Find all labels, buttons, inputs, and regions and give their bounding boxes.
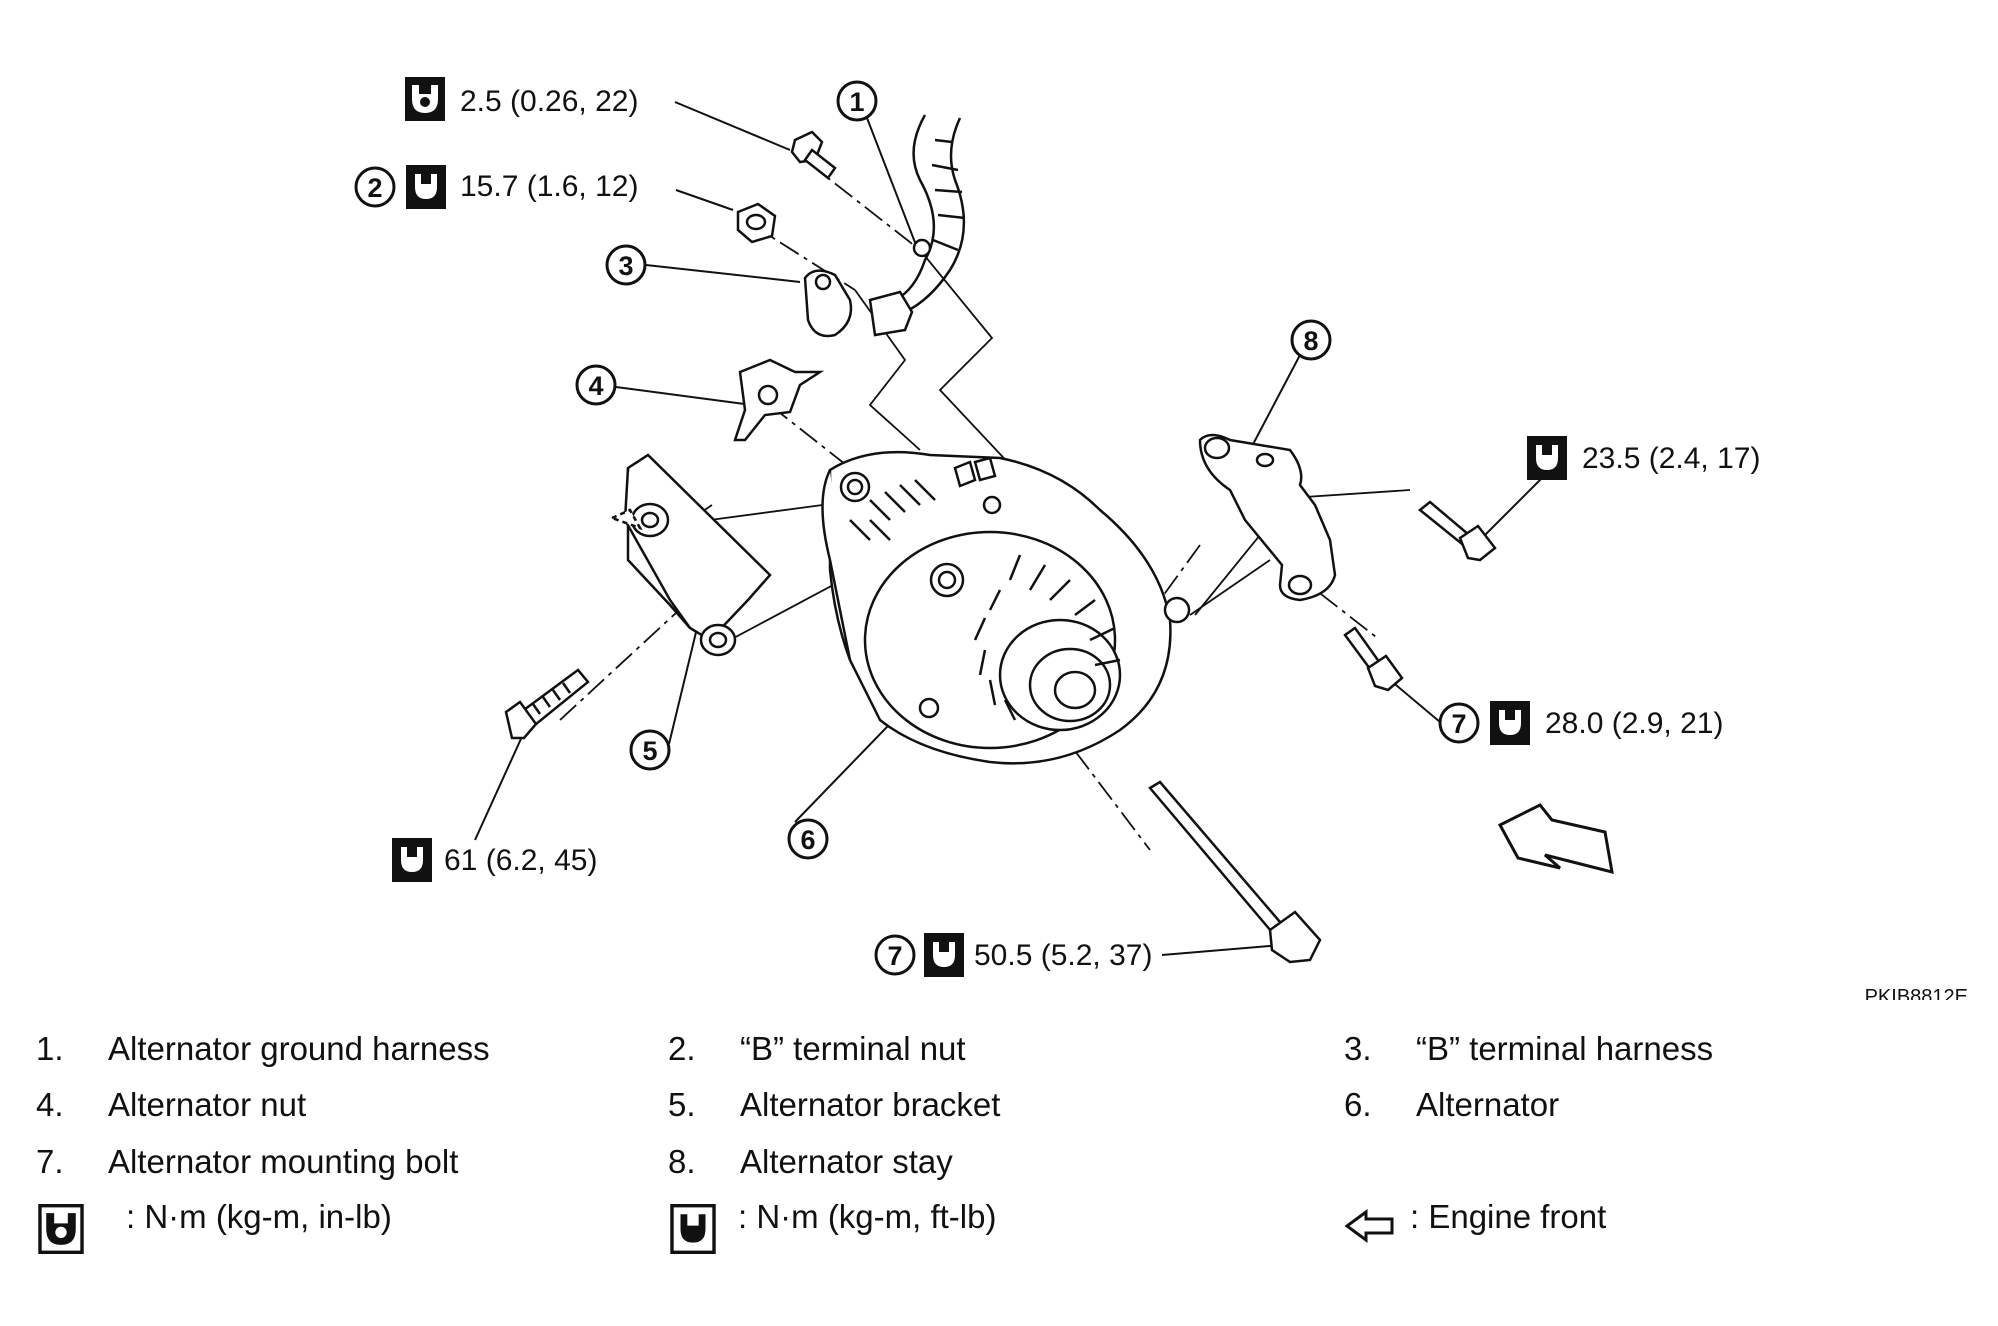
- legend-number: 1.: [36, 1030, 64, 1067]
- engine-front-arrow-icon: [1497, 803, 1614, 875]
- bracket-bolt: [504, 668, 590, 740]
- callout-circle: [1438, 702, 1480, 744]
- legend-label: Alternator stay: [740, 1143, 953, 1180]
- engine-front-arrow-icon: [1344, 1209, 1394, 1243]
- b-terminal-nut: [736, 202, 777, 244]
- legend-label: Alternator: [1416, 1086, 1560, 1123]
- callout-circle: [575, 364, 617, 406]
- ground-harness-cable: [894, 114, 966, 314]
- torque-ft-lb-icon: [1527, 436, 1567, 480]
- torque-in-lb-icon: [38, 1204, 84, 1254]
- callout-7-right-group: 7 28.0 (2.9, 21): [1438, 701, 1723, 745]
- callout-5-number: 5: [642, 736, 657, 766]
- alternator-stay: [1198, 433, 1337, 602]
- callout-circle: [605, 244, 647, 286]
- torque-value: 15.7 (1.6, 12): [460, 170, 638, 203]
- legend-number: 5.: [668, 1086, 696, 1123]
- legend-number: 3.: [1344, 1030, 1372, 1067]
- torque-value: 23.5 (2.4, 17): [1582, 442, 1760, 475]
- legend-key-text: : N·m (kg-m, in-lb): [126, 1198, 392, 1235]
- torque-label-stay-bolt: 23.5 (2.4, 17): [1527, 436, 1760, 480]
- legend-label: “B” terminal nut: [740, 1030, 966, 1067]
- alternator-bracket: [608, 453, 772, 657]
- callout-1-group: 1: [836, 80, 878, 122]
- callout-7-bottom-group: 7 50.5 (5.2, 37): [874, 933, 1152, 977]
- callout-circle: [836, 80, 878, 122]
- leader-lines: [474, 101, 1546, 956]
- torque-ft-lb-icon: [670, 1204, 716, 1254]
- torque-value: 28.0 (2.9, 21): [1545, 707, 1723, 740]
- harness-routing-lines: [709, 249, 1411, 641]
- figure-id: PKIB8812E: [1865, 986, 1968, 1000]
- callout-circle: [874, 934, 916, 976]
- mounting-bolt-long: [1148, 780, 1322, 964]
- stay-bolt: [1418, 500, 1497, 562]
- callout-circle: [1290, 319, 1332, 361]
- callout-6-number: 6: [800, 825, 815, 855]
- legend-label: Alternator nut: [108, 1086, 307, 1123]
- torque-ft-lb-icon: [1490, 701, 1530, 745]
- torque-in-lb-icon: [405, 77, 445, 121]
- legend-label: Alternator ground harness: [108, 1030, 490, 1067]
- callout-7-number: 7: [887, 941, 902, 971]
- callout-4-group: 4: [575, 364, 617, 406]
- callout-7-number: 7: [1451, 709, 1466, 739]
- legend-key-text: : N·m (kg-m, ft-lb): [738, 1198, 997, 1235]
- callout-circle: [629, 729, 671, 771]
- legend-label: Alternator mounting bolt: [108, 1143, 459, 1180]
- torque-ft-lb-icon: [392, 838, 432, 882]
- callout-8-group: 8: [1290, 319, 1332, 361]
- callout-2-number: 2: [367, 173, 382, 203]
- parts-legend: 1. Alternator ground harness 2. “B” term…: [0, 1000, 1998, 1326]
- ground-harness-bolt: [790, 130, 932, 258]
- legend-number: 7.: [36, 1143, 64, 1180]
- callout-5-group: 5: [629, 729, 671, 771]
- legend-number: 6.: [1344, 1086, 1372, 1123]
- callout-circle: [354, 166, 396, 208]
- callout-3-group: 3: [605, 244, 647, 286]
- callout-8-number: 8: [1303, 326, 1318, 356]
- alternator-nut-plate: [733, 358, 825, 442]
- callout-6-group: 6: [787, 818, 829, 860]
- legend-number: 8.: [668, 1143, 696, 1180]
- torque-label-bracket-bolt: 61 (6.2, 45): [392, 838, 597, 882]
- legend-key-text: : Engine front: [1410, 1198, 1607, 1235]
- legend-number: 2.: [668, 1030, 696, 1067]
- torque-value: 61 (6.2, 45): [444, 844, 597, 877]
- callout-1-number: 1: [849, 87, 864, 117]
- b-terminal-harness: [803, 269, 914, 338]
- callout-3-number: 3: [618, 251, 633, 281]
- alternator-exploded-diagram: 2.5 (0.26, 22) 2 15.7 (1.6, 12) 1 3 4 8 …: [354, 77, 1968, 1000]
- callout-2-group: 2 15.7 (1.6, 12): [354, 165, 638, 209]
- torque-ft-lb-icon: [924, 933, 964, 977]
- mounting-bolt-right: [1343, 626, 1404, 692]
- torque-ft-lb-icon: [406, 165, 446, 209]
- legend-label: Alternator bracket: [740, 1086, 1001, 1123]
- callout-4-number: 4: [588, 371, 603, 401]
- torque-value: 50.5 (5.2, 37): [974, 939, 1152, 972]
- torque-value: 2.5 (0.26, 22): [460, 85, 638, 118]
- torque-label-ground-harness: 2.5 (0.26, 22): [405, 77, 638, 121]
- alternator-body: [821, 450, 1191, 765]
- legend-number: 4.: [36, 1086, 64, 1123]
- legend-label: “B” terminal harness: [1416, 1030, 1714, 1067]
- callout-circle: [787, 818, 829, 860]
